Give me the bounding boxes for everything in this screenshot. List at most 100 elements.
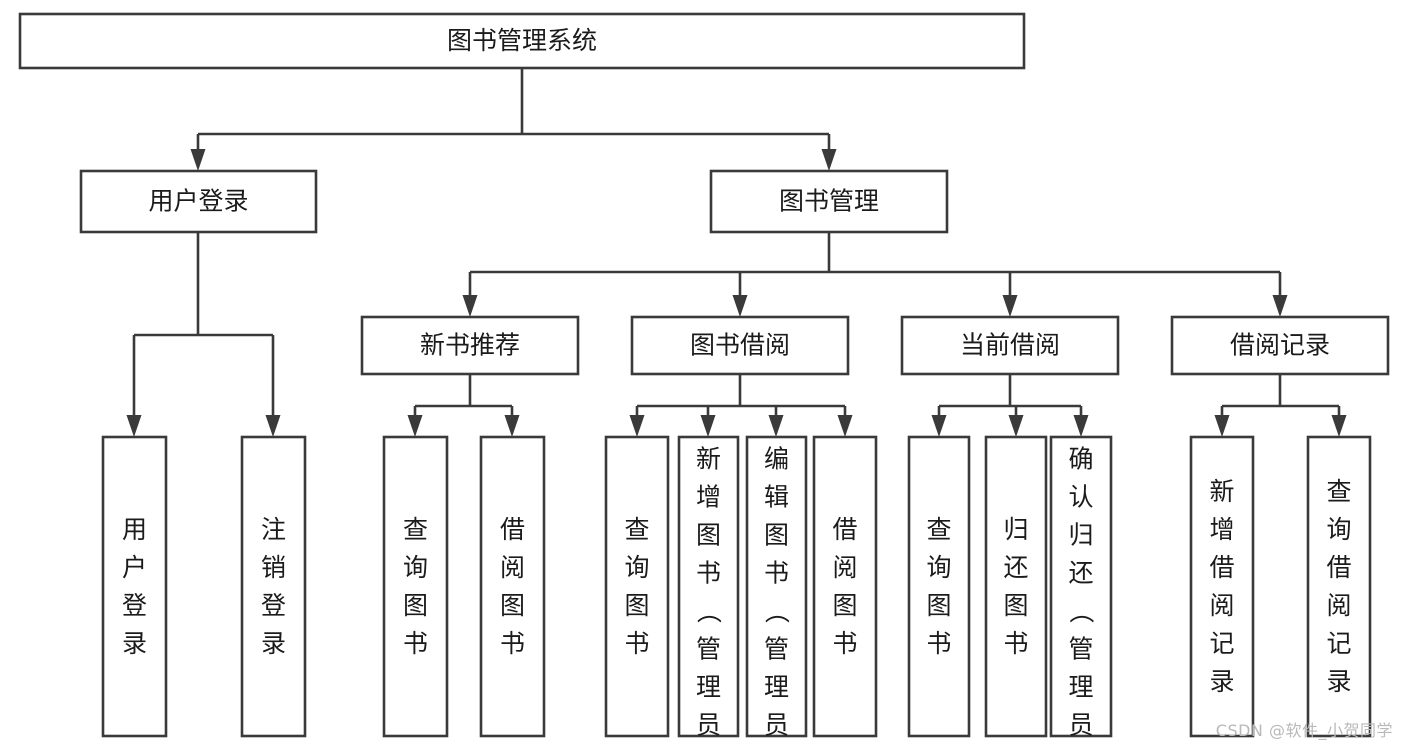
connector-layer [126, 68, 1347, 437]
node-label-current-borrow: 当前借阅 [960, 331, 1060, 360]
node-root[interactable]: 图书管理系统 [18, 12, 1026, 70]
node-label-leaf-user-login: 用户登录 [122, 515, 147, 658]
svg-text:书: 书 [926, 629, 951, 658]
svg-text:阅: 阅 [500, 553, 525, 582]
svg-text:销: 销 [261, 553, 286, 582]
node-box-leaf-borrow-book-1 [479, 435, 546, 738]
node-book-borrow[interactable]: 图书借阅 [630, 315, 850, 376]
svg-text:书: 书 [764, 559, 789, 588]
svg-text:管: 管 [696, 635, 721, 664]
svg-text:图: 图 [926, 591, 951, 620]
node-box-leaf-edit-book-admin [745, 435, 808, 738]
node-box-new-book-recommend [360, 315, 580, 376]
svg-text:阅: 阅 [832, 553, 857, 582]
svg-text:借: 借 [832, 515, 857, 544]
svg-text:录: 录 [122, 629, 147, 658]
svg-text:（: （ [694, 598, 723, 623]
svg-text:录: 录 [1326, 667, 1351, 696]
csdn-watermark: CSDN @软件_小贺同学 [1215, 721, 1393, 740]
svg-text:确: 确 [1068, 445, 1093, 474]
svg-text:归: 归 [1003, 515, 1028, 544]
svg-text:增: 增 [696, 483, 721, 512]
svg-text:借: 借 [1326, 553, 1351, 582]
svg-text:增: 增 [1209, 515, 1234, 544]
node-box-book-borrow [630, 315, 850, 376]
node-box-leaf-add-book-admin [677, 435, 740, 738]
node-leaf-user-login[interactable]: 用户登录 [101, 435, 168, 738]
svg-text:登: 登 [261, 591, 286, 620]
node-borrow-record[interactable]: 借阅记录 [1170, 315, 1390, 376]
svg-text:管: 管 [1068, 635, 1093, 664]
connector-root-bus [190, 68, 837, 171]
connector-user-login-bus [126, 232, 281, 437]
node-box-borrow-record [1170, 315, 1390, 376]
svg-text:归: 归 [1068, 521, 1093, 550]
svg-text:辑: 辑 [764, 483, 789, 512]
node-new-book-recommend[interactable]: 新书推荐 [360, 315, 580, 376]
svg-text:录: 录 [261, 629, 286, 658]
connector-new-book-recommend-bus [407, 374, 520, 437]
node-box-leaf-user-login [101, 435, 168, 738]
node-user-login[interactable]: 用户登录 [79, 169, 318, 234]
svg-text:借: 借 [1209, 553, 1234, 582]
svg-text:查: 查 [403, 515, 428, 544]
svg-text:图: 图 [764, 521, 789, 550]
svg-text:图: 图 [624, 591, 649, 620]
node-label-user-login: 用户登录 [148, 187, 248, 216]
node-layer: 图书管理系统用户登录图书管理新书推荐图书借阅当前借阅借阅记录用户登录注销登录查询… [18, 12, 1390, 747]
node-box-leaf-logout-login [240, 435, 307, 738]
svg-text:理: 理 [1068, 673, 1093, 702]
svg-text:图: 图 [500, 591, 525, 620]
node-label-new-book-recommend: 新书推荐 [420, 331, 520, 360]
svg-text:用: 用 [122, 515, 147, 544]
connector-borrow-record-bus [1214, 374, 1347, 437]
svg-text:认: 认 [1068, 483, 1093, 512]
node-box-leaf-query-book-3 [907, 435, 971, 738]
connector-book-borrow-bus [629, 374, 853, 437]
svg-text:借: 借 [500, 515, 525, 544]
svg-text:记: 记 [1209, 629, 1234, 658]
svg-text:（: （ [1067, 598, 1096, 623]
node-box-leaf-query-borrow-record [1306, 435, 1372, 738]
node-box-leaf-return-book [984, 435, 1048, 738]
node-label-book-borrow: 图书借阅 [690, 331, 790, 360]
node-box-current-borrow [900, 315, 1120, 376]
svg-text:查: 查 [926, 515, 951, 544]
svg-text:新: 新 [696, 445, 721, 474]
node-box-root [18, 12, 1026, 70]
node-label-book-management: 图书管理 [779, 187, 879, 216]
node-label-root: 图书管理系统 [447, 26, 597, 55]
svg-text:员: 员 [764, 711, 789, 740]
node-box-leaf-query-book-1 [382, 435, 449, 738]
svg-text:记: 记 [1326, 629, 1351, 658]
node-label-borrow-record: 借阅记录 [1230, 331, 1330, 360]
svg-text:查: 查 [624, 515, 649, 544]
node-book-management[interactable]: 图书管理 [709, 169, 949, 234]
svg-text:书: 书 [403, 629, 428, 658]
node-current-borrow[interactable]: 当前借阅 [900, 315, 1120, 376]
svg-text:查: 查 [1326, 477, 1351, 506]
svg-text:图: 图 [832, 591, 857, 620]
svg-text:理: 理 [696, 673, 721, 702]
connector-book-management-bus [462, 232, 1288, 317]
